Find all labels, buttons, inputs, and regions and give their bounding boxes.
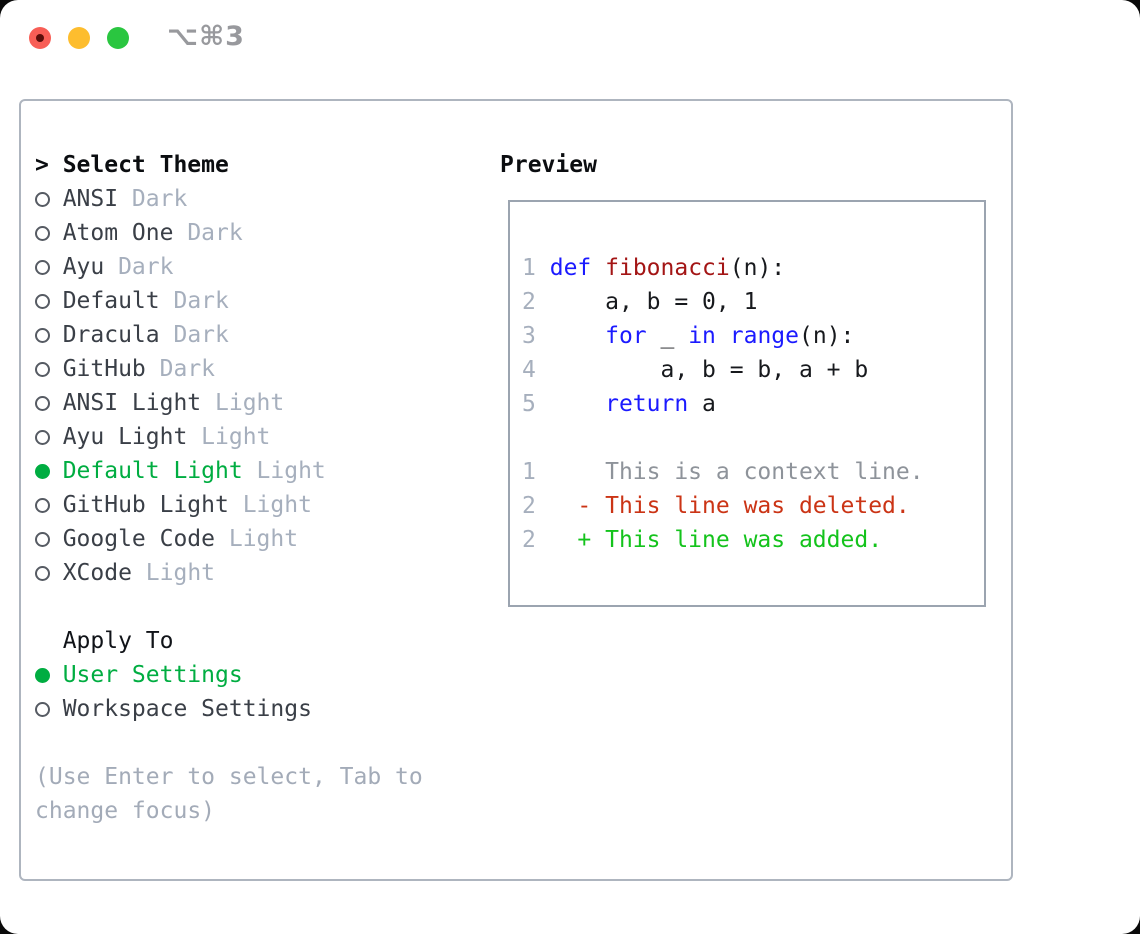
radio-icon	[35, 497, 63, 513]
selection-caret-icon: >	[35, 152, 49, 178]
radio-icon	[35, 361, 63, 377]
theme-name: Ayu	[62, 254, 105, 280]
radio-icon	[35, 667, 63, 683]
theme-variant-tag: Light	[145, 560, 216, 586]
theme-option[interactable]: GitHub Dark	[35, 352, 423, 386]
radio-icon	[35, 565, 63, 581]
theme-variant-tag: Dark	[187, 220, 243, 246]
select-theme-header: > Select Theme	[35, 148, 423, 182]
theme-option[interactable]: Atom One Dark	[35, 216, 423, 250]
theme-name: Atom One	[62, 220, 174, 246]
preview-code-line: 1 def fibonacci(n):	[522, 255, 786, 281]
minimize-button[interactable]	[68, 27, 90, 49]
preview-code: 1 def fibonacci(n): 2 a, b = 0, 1 3 for _ …	[522, 251, 984, 557]
preview-code-line	[522, 421, 984, 455]
theme-option[interactable]: Default Light Light	[35, 454, 423, 488]
theme-name: Default	[62, 288, 160, 314]
radio-icon	[35, 293, 63, 309]
unsaved-dot-icon	[36, 34, 44, 42]
theme-list: ANSI Dark Atom One Dark Ayu Dark Default…	[35, 182, 423, 590]
preview-code-line: 5 return a	[522, 391, 716, 417]
theme-option[interactable]: GitHub Light Light	[35, 488, 423, 522]
theme-option[interactable]: Dracula Dark	[35, 318, 423, 352]
theme-option[interactable]: ANSI Light Light	[35, 386, 423, 420]
theme-variant-tag: Light	[201, 424, 271, 450]
preview-code-line: 4 a, b = b, a + b	[522, 357, 869, 383]
preview-code-line: 2 + This line was added.	[522, 527, 883, 553]
theme-option[interactable]: Ayu Dark	[35, 250, 423, 284]
theme-name: GitHub	[62, 356, 146, 382]
theme-picker-panel: > Select Theme ANSI Dark Atom One Dark A…	[19, 99, 1013, 881]
theme-name: GitHub Light	[62, 492, 229, 518]
theme-name: ANSI Light	[62, 390, 202, 416]
radio-icon	[35, 191, 63, 207]
preview-code-line: 2 a, b = 0, 1	[522, 289, 758, 315]
theme-name: Dracula	[62, 322, 160, 348]
theme-variant-tag: Light	[228, 526, 299, 552]
radio-icon	[35, 395, 63, 411]
theme-option[interactable]: Ayu Light Light	[35, 420, 423, 454]
radio-icon	[35, 327, 63, 343]
apply-option[interactable]: Workspace Settings	[35, 692, 423, 726]
select-theme-title: Select Theme	[62, 152, 229, 178]
apply-option[interactable]: User Settings	[35, 658, 423, 692]
theme-option[interactable]: XCode Light	[35, 556, 423, 590]
apply-to-list: User Settings Workspace Settings	[35, 658, 423, 726]
theme-variant-tag: Dark	[159, 356, 216, 382]
theme-variant-tag: Dark	[131, 186, 188, 212]
theme-option[interactable]: Google Code Light	[35, 522, 423, 556]
theme-variant-tag: Dark	[118, 254, 174, 280]
preview-code-line: 3 for _ in range(n):	[522, 323, 855, 349]
theme-list-panel: > Select Theme ANSI Dark Atom One Dark A…	[35, 148, 423, 828]
help-text: (Use Enter to select, Tab to change focus…	[35, 760, 423, 828]
radio-icon	[35, 531, 63, 547]
theme-name: Default Light	[62, 458, 243, 484]
apply-option-label: Workspace Settings	[62, 696, 312, 722]
radio-icon	[35, 701, 63, 717]
preview-pane: 1 def fibonacci(n): 2 a, b = 0, 1 3 for _ …	[508, 200, 986, 607]
apply-to-header: Apply To	[35, 624, 423, 658]
preview-code-line: 2 - This line was deleted.	[522, 493, 910, 519]
theme-variant-tag: Dark	[173, 288, 229, 314]
theme-option[interactable]: ANSI Dark	[35, 182, 423, 216]
preview-title: Preview	[500, 152, 597, 178]
radio-icon	[35, 259, 63, 275]
help-line: change focus)	[35, 798, 216, 824]
theme-variant-tag: Dark	[173, 322, 229, 348]
preview-code-line: 1 This is a context line.	[522, 459, 924, 485]
theme-option[interactable]: Default Dark	[35, 284, 423, 318]
radio-icon	[35, 429, 63, 445]
radio-icon	[35, 225, 63, 241]
help-line: (Use Enter to select, Tab to	[35, 764, 423, 790]
apply-option-label: User Settings	[62, 662, 243, 688]
spacer	[35, 590, 423, 624]
theme-variant-tag: Light	[215, 390, 285, 416]
theme-variant-tag: Light	[242, 492, 312, 518]
spacer	[35, 726, 423, 760]
theme-variant-tag: Light	[256, 458, 326, 484]
theme-name: ANSI	[62, 186, 119, 212]
apply-to-title: Apply To	[62, 628, 174, 654]
zoom-button[interactable]	[107, 27, 129, 49]
theme-name: XCode	[62, 560, 132, 586]
radio-icon	[35, 463, 63, 479]
close-button[interactable]	[29, 27, 51, 49]
window-title: ⌥⌘3	[167, 21, 245, 52]
titlebar: ⌥⌘3	[0, 0, 1140, 76]
theme-name: Google Code	[62, 526, 216, 552]
theme-name: Ayu Light	[62, 424, 188, 450]
